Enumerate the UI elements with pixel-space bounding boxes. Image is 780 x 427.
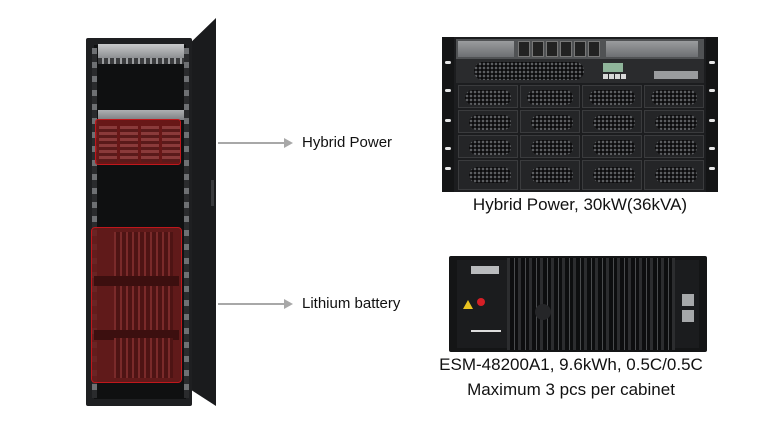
cabinet-mid-panel	[98, 110, 184, 120]
battery-module	[114, 232, 173, 276]
battery-separator	[94, 330, 179, 340]
arrow-head-icon	[284, 138, 293, 148]
cabinet-rail-left	[92, 48, 97, 398]
lithium-battery-image	[449, 256, 707, 352]
cabinet-door	[192, 18, 216, 406]
battery-module	[114, 286, 173, 330]
hybrid-power-rack-image	[442, 37, 718, 192]
battery-caption-line-1: ESM-48200A1, 9.6kWh, 0.5C/0.5C	[439, 355, 703, 374]
arrow-line-battery	[218, 303, 286, 305]
callout-hybrid-power: Hybrid Power	[302, 134, 393, 151]
cabinet-top-panel	[98, 44, 184, 58]
power-module	[162, 126, 180, 162]
rack-control-row	[456, 59, 704, 83]
power-module	[99, 126, 117, 162]
lithium-battery-section	[91, 227, 182, 383]
power-switch	[477, 298, 485, 306]
battery-heatsink-fins	[507, 258, 675, 350]
callout-lithium-battery: Lithium battery	[302, 295, 401, 312]
warning-icon	[463, 300, 473, 309]
rack-ear-right	[706, 37, 718, 192]
battery-module	[114, 338, 173, 378]
hybrid-power-caption: Hybrid Power, 30kW(36kVA)	[472, 195, 688, 214]
battery-separator	[94, 276, 179, 286]
arrow-head-icon	[284, 299, 293, 309]
rack-ear-left	[442, 37, 454, 192]
battery-caption-line-2: Maximum 3 pcs per cabinet	[467, 380, 675, 399]
battery-terminal-panel	[675, 260, 699, 348]
power-module	[141, 126, 159, 162]
arrow-line-hybrid	[218, 142, 286, 144]
cabinet-terminal-strip	[98, 58, 184, 64]
cabinet-door-handle	[211, 180, 214, 206]
hybrid-power-section	[95, 119, 181, 165]
lcd-display	[603, 63, 623, 72]
battery-control-panel	[457, 260, 507, 348]
cabinet-rail-right	[184, 48, 189, 398]
battery-fan-grille	[535, 304, 551, 320]
rack-top-panel	[456, 39, 704, 59]
power-module	[120, 126, 138, 162]
